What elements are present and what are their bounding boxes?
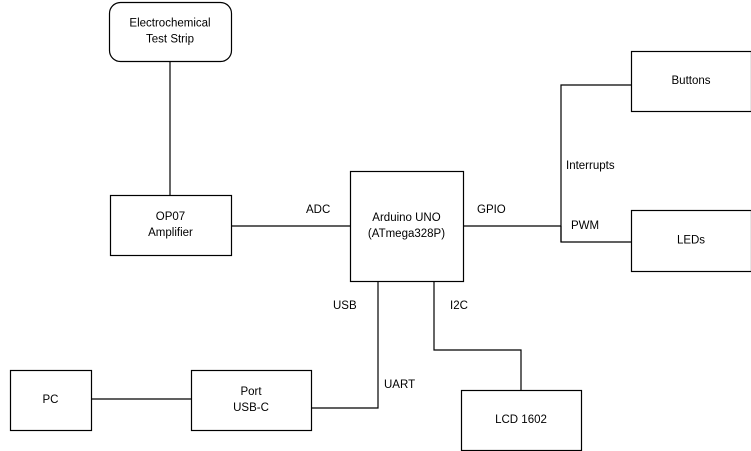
node-op07-amplifier-label: OP07 <box>156 211 185 223</box>
node-buttons[interactable]: Buttons <box>630 50 751 113</box>
node-leds-box[interactable] <box>630 209 751 273</box>
edge-label-gpio: GPIO <box>477 204 506 216</box>
node-buttons-label: Buttons <box>672 75 711 87</box>
node-lcd-1602[interactable]: LCD 1602 <box>460 389 583 451</box>
node-lcd-1602-label: LCD 1602 <box>495 414 547 426</box>
node-port-usb-c-label: USB-C <box>233 402 269 414</box>
node-op07-amplifier-label: Amplifier <box>148 227 193 239</box>
node-arduino-uno-label: (ATmega328P) <box>368 228 445 240</box>
node-pc[interactable]: PC <box>9 369 93 432</box>
node-leds[interactable]: LEDs <box>630 209 751 273</box>
node-electrochemical-test-strip-label: Test Strip <box>146 34 194 46</box>
edge-arduino-i2c-to-lcd <box>433 281 522 390</box>
node-pc-label: PC <box>43 394 59 406</box>
edge-label-i2c: I2C <box>450 300 468 312</box>
edge-gpio-to-leds <box>560 226 631 243</box>
edges-layer <box>91 61 631 409</box>
node-leds-label: LEDs <box>677 235 705 247</box>
node-op07-amplifier-box[interactable] <box>109 194 233 257</box>
edge-label-usb: USB <box>333 300 357 312</box>
edge-label-interrupts: Interrupts <box>566 160 615 172</box>
node-electrochemical-test-strip-label: Electrochemical <box>129 18 210 30</box>
node-arduino-uno[interactable]: Arduino UNO (ATmega328P) <box>349 170 465 283</box>
node-port-usb-c-box[interactable] <box>190 369 313 432</box>
edge-label-adc: ADC <box>306 204 330 216</box>
node-electrochemical-test-strip-box[interactable] <box>108 1 233 63</box>
edge-arduino-usb-to-port <box>311 281 379 409</box>
node-arduino-uno-label: Arduino UNO <box>372 212 440 224</box>
node-port-usb-c-label: Port <box>240 386 262 398</box>
edge-gpio-to-buttons <box>560 84 631 242</box>
node-arduino-uno-box[interactable] <box>349 170 465 283</box>
edge-label-pwm: PWM <box>571 220 599 232</box>
node-pc-box[interactable] <box>9 369 93 432</box>
node-buttons-box[interactable] <box>630 50 751 113</box>
edge-label-uart: UART <box>384 379 415 391</box>
